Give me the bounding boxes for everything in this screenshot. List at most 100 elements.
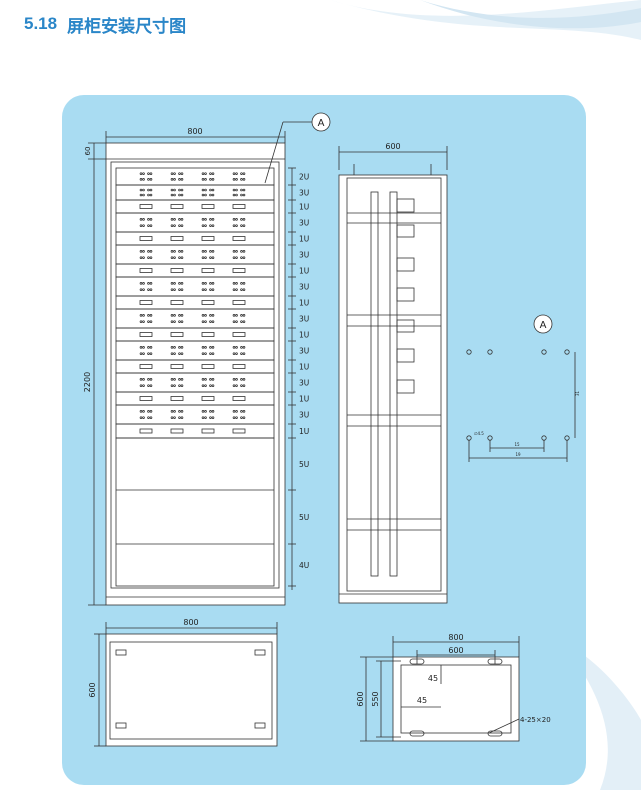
terminal-dot <box>170 416 174 419</box>
base-view <box>360 636 520 742</box>
terminal-dot <box>180 352 184 355</box>
unit-label: 1U <box>299 235 309 244</box>
terminal-dot <box>232 224 236 227</box>
unit-label: 1U <box>299 267 309 276</box>
unit-handle <box>139 332 153 337</box>
terminal-dot <box>173 416 176 419</box>
terminal-dot <box>170 250 174 253</box>
terminal-dot <box>142 193 145 197</box>
terminal-dot <box>178 193 181 197</box>
terminal-dot <box>170 384 174 387</box>
terminal-dot <box>242 188 246 192</box>
terminal-dot <box>180 416 184 419</box>
top-depth-label: 600 <box>88 682 97 697</box>
terminal-dot <box>201 256 205 259</box>
terminal-dot <box>204 188 207 192</box>
terminal-dot <box>173 346 176 349</box>
unit-label: 3U <box>299 411 309 420</box>
terminal-dot <box>180 188 184 192</box>
terminal-dot <box>170 224 174 227</box>
terminal-dot <box>147 320 150 323</box>
terminal-dot <box>173 188 176 192</box>
terminal-dot <box>211 178 215 181</box>
terminal-dot <box>178 172 181 175</box>
terminal-dot <box>180 410 184 413</box>
terminal-dot <box>201 178 205 181</box>
terminal-dot <box>180 256 184 259</box>
terminal-dot <box>139 172 143 175</box>
terminal-dot <box>170 282 174 285</box>
terminal-dot <box>147 378 150 381</box>
terminal-dot <box>209 193 212 197</box>
terminal-dot <box>242 193 246 197</box>
terminal-dot <box>180 384 184 387</box>
terminal-dot <box>178 378 181 381</box>
terminal-dot <box>149 320 153 323</box>
unit-label: 2U <box>299 173 309 182</box>
terminal-dot <box>242 410 246 413</box>
terminal-dot <box>209 410 212 413</box>
terminal-dot <box>178 314 181 317</box>
terminal-dot <box>173 320 176 323</box>
unit-handle <box>139 428 153 434</box>
terminal-dot <box>147 193 150 197</box>
terminal-dot <box>211 250 215 253</box>
terminal-dot <box>209 188 212 192</box>
terminal-dot <box>147 178 150 181</box>
terminal-dot <box>139 193 143 197</box>
terminal-dot <box>204 218 207 221</box>
unit-label: 4U <box>299 561 309 570</box>
unit-label: 3U <box>299 189 309 198</box>
side-view <box>338 146 448 604</box>
terminal-dot <box>204 352 207 355</box>
top-view <box>94 622 278 747</box>
side-width-label: 600 <box>385 142 400 151</box>
terminal-dot <box>147 218 150 221</box>
terminal-dot <box>139 178 143 181</box>
terminal-dot <box>178 320 181 323</box>
terminal-dot <box>149 282 153 285</box>
terminal-dot <box>149 384 153 387</box>
unit-handle <box>170 396 184 401</box>
terminal-dot <box>204 193 207 197</box>
terminal-dot <box>211 224 215 227</box>
terminal-dot <box>240 352 243 355</box>
base-holes-label: 4-25×20 <box>520 716 551 724</box>
unit-handle <box>170 428 184 434</box>
terminal-dot <box>201 384 205 387</box>
unit-handle <box>232 268 246 273</box>
terminal-dot <box>180 178 184 181</box>
terminal-dot <box>211 193 215 197</box>
terminal-dot <box>170 188 174 192</box>
terminal-dot <box>235 384 238 387</box>
terminal-dot <box>178 188 181 192</box>
terminal-dot <box>242 378 246 381</box>
unit-handle <box>201 236 215 241</box>
terminal-dot <box>173 224 176 227</box>
terminal-dot <box>173 256 176 259</box>
terminal-dot <box>240 346 243 349</box>
unit-handle <box>232 236 246 241</box>
terminal-dot <box>211 314 215 317</box>
terminal-dot <box>180 250 184 253</box>
terminal-dot <box>149 346 153 349</box>
terminal-dot <box>242 352 246 355</box>
terminal-dot <box>139 352 143 355</box>
terminal-dot <box>170 218 174 221</box>
unit-handle <box>170 300 184 305</box>
terminal-dot <box>201 282 205 285</box>
base-offset-v-label: 45 <box>428 674 438 683</box>
terminal-dot <box>209 384 212 387</box>
terminal-dot <box>204 384 207 387</box>
terminal-dot <box>209 256 212 259</box>
front-height-label: 2200 <box>83 372 92 392</box>
terminal-dot <box>180 172 184 175</box>
base-offset-h-label: 45 <box>417 696 427 705</box>
terminal-dot <box>180 224 184 227</box>
terminal-dot <box>142 416 145 419</box>
unit-handle <box>170 332 184 337</box>
terminal-dot <box>235 352 238 355</box>
terminal-dot <box>209 178 212 181</box>
terminal-dot <box>173 410 176 413</box>
